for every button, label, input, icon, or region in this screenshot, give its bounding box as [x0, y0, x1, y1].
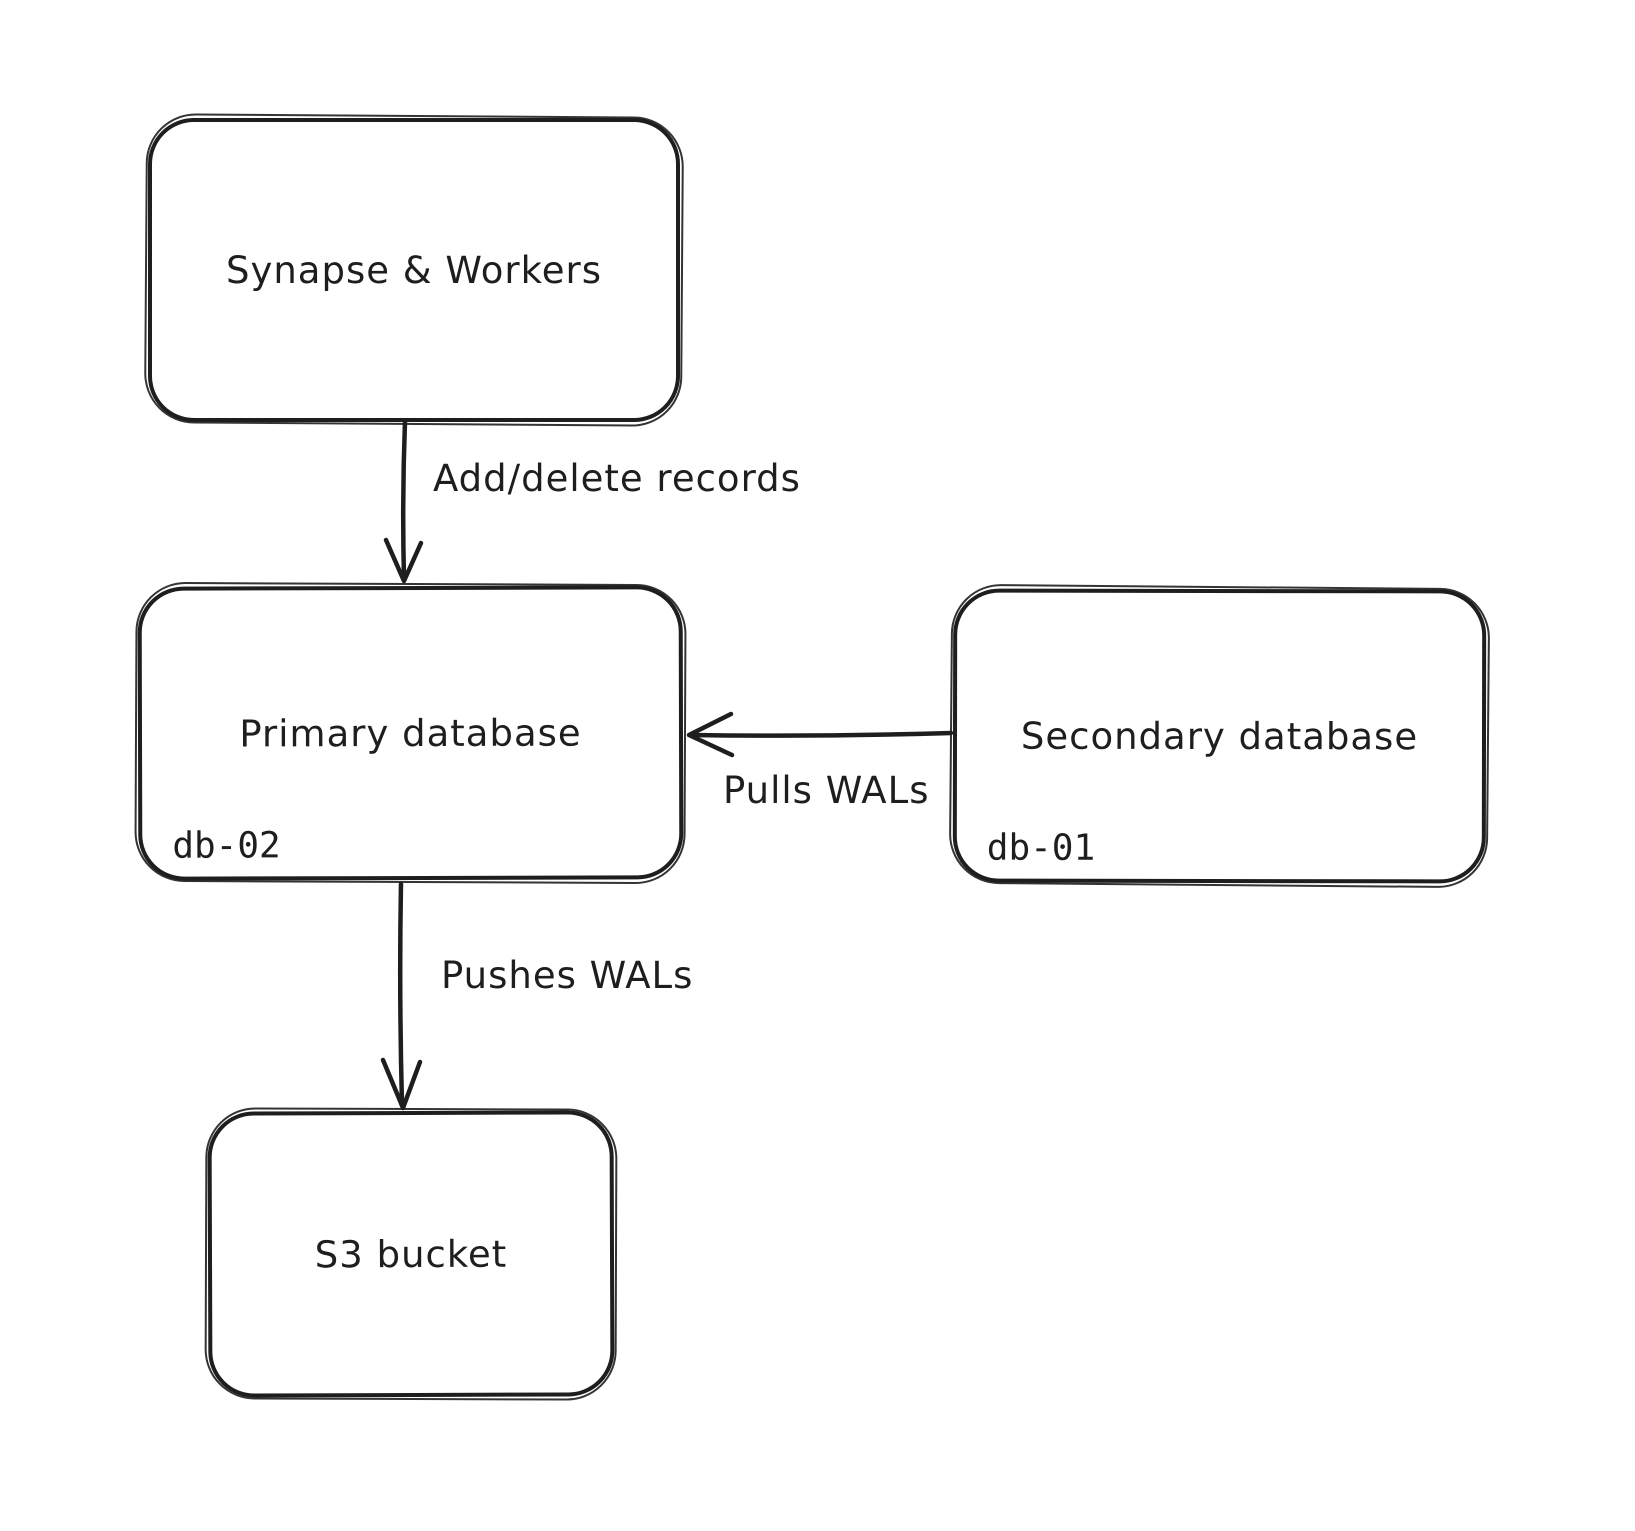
node-label: Secondary database — [1020, 714, 1419, 758]
edge-label-add-delete-records: Add/delete records — [433, 457, 801, 500]
edge-arrow-pulls-wals[interactable] — [686, 711, 954, 758]
node-label: Primary database — [239, 711, 582, 755]
node-synapse-workers[interactable]: Synapse & Workers — [148, 118, 680, 422]
node-label: Synapse & Workers — [225, 248, 603, 292]
edge-arrow-add-delete-records[interactable] — [383, 418, 424, 584]
node-label: S3 bucket — [314, 1232, 508, 1276]
node-id-label: db-02 — [172, 825, 281, 867]
node-s3-bucket[interactable]: S3 bucket — [207, 1110, 615, 1398]
arrow-shaft — [397, 881, 405, 1108]
edge-label-pulls-wals: Pulls WALs — [723, 769, 930, 812]
arrow-shaft — [689, 730, 954, 738]
node-secondary-database[interactable]: Secondary database db-01 — [952, 588, 1487, 884]
edge-arrow-pushes-wals[interactable] — [380, 881, 423, 1111]
arrow-head-icon — [686, 711, 735, 758]
arrow-head-icon — [383, 537, 424, 584]
node-id-label: db-01 — [986, 827, 1096, 869]
node-primary-database[interactable]: Primary database db-02 — [137, 585, 684, 881]
edge-label-pushes-wals: Pushes WALs — [441, 954, 694, 997]
arrow-head-icon — [380, 1057, 423, 1111]
arrow-shaft — [400, 418, 408, 582]
